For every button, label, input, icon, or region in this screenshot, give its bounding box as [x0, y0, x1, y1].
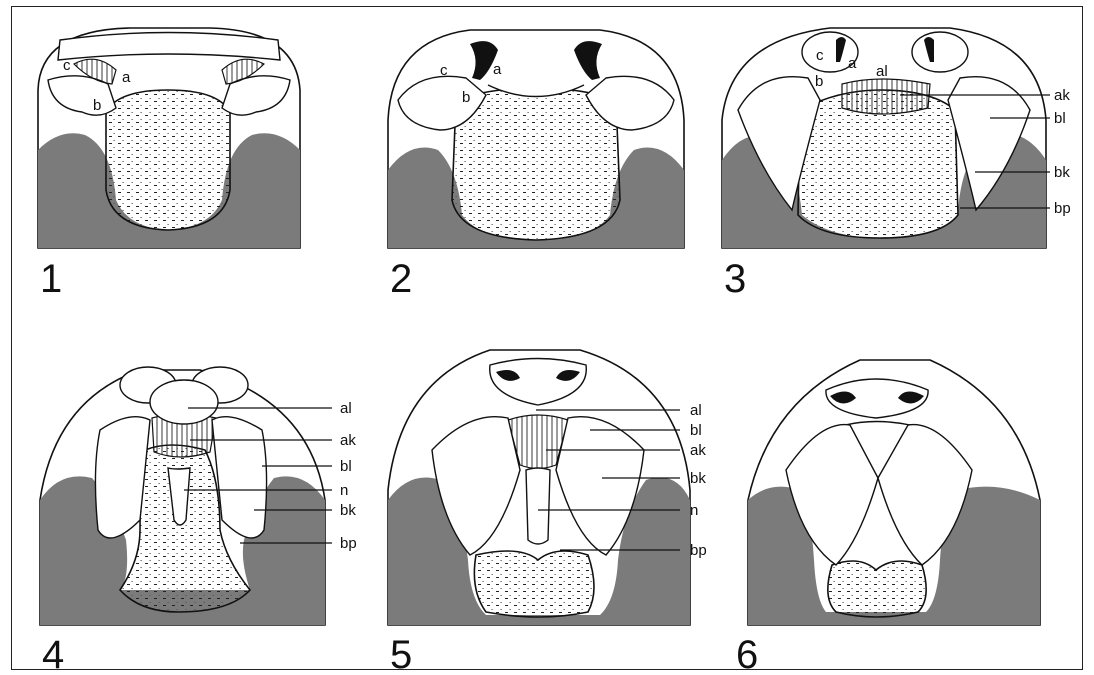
panel-number: 6 — [736, 633, 758, 675]
label-n: n — [690, 502, 698, 519]
label-c: c — [816, 47, 824, 64]
panel-1: c a b 1 — [38, 28, 300, 301]
label-a: a — [122, 69, 131, 86]
panel-number: 3 — [724, 257, 746, 301]
label-ak: ak — [1054, 87, 1070, 104]
label-al: al — [690, 402, 702, 419]
label-al: al — [340, 400, 352, 417]
label-c: c — [440, 62, 448, 79]
panel-number: 5 — [390, 633, 412, 675]
label-b: b — [815, 73, 823, 90]
panel-number: 2 — [390, 257, 412, 301]
panel-3: c a al b ak bl bk bp 3 — [722, 28, 1071, 301]
label-b: b — [462, 89, 470, 106]
label-bk: bk — [340, 502, 356, 519]
label-bl: bl — [340, 458, 352, 475]
label-a: a — [493, 61, 502, 78]
label-a: a — [848, 55, 857, 72]
label-c: c — [63, 57, 71, 74]
label-bk: bk — [1054, 164, 1070, 181]
label-bp: bp — [1054, 200, 1071, 217]
panel-6: 6 — [736, 360, 1040, 675]
label-n: n — [340, 482, 348, 499]
panel-number: 4 — [42, 633, 64, 675]
panel-4: al ak bl n bk bp 4 — [40, 367, 357, 675]
panel-5: al bl ak bk n bp 5 — [388, 350, 707, 675]
label-b: b — [93, 97, 101, 114]
label-bl: bl — [690, 422, 702, 439]
label-bp: bp — [340, 535, 357, 552]
panel-number: 1 — [40, 257, 62, 301]
label-bp: bp — [690, 542, 707, 559]
label-al: al — [876, 63, 888, 80]
label-ak: ak — [690, 442, 706, 459]
label-ak: ak — [340, 432, 356, 449]
panel-2: c a b 2 — [388, 30, 684, 301]
label-bk: bk — [690, 470, 706, 487]
label-bl: bl — [1054, 110, 1066, 127]
